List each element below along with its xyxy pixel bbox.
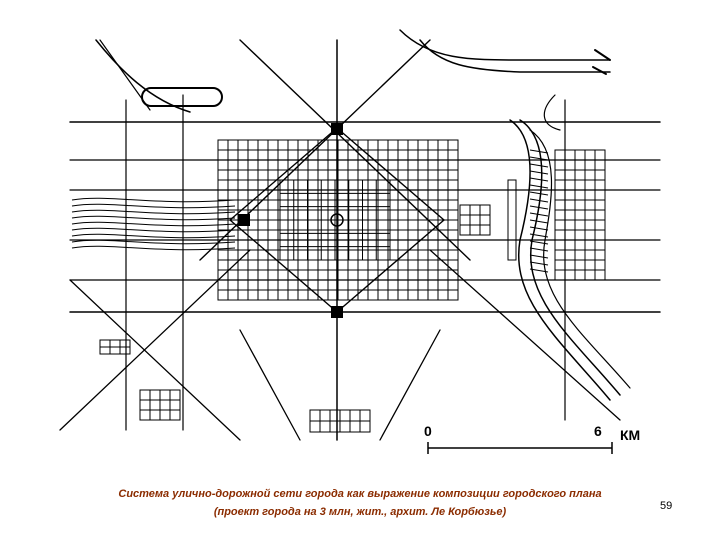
scale-end: 6 bbox=[594, 423, 602, 439]
south-node bbox=[331, 306, 343, 318]
scale-unit: КМ bbox=[620, 427, 640, 443]
west-node bbox=[238, 214, 250, 226]
scale-bar bbox=[427, 442, 613, 454]
center-node bbox=[330, 213, 344, 227]
caption-line-2: (проект города на 3 млн, жит., архит. Ле… bbox=[213, 506, 507, 518]
caption-line-1: Система улично-дорожной сети города как … bbox=[118, 488, 602, 500]
city-plan-diagram: 0 6 КМ bbox=[59, 29, 661, 454]
page-number: 59 bbox=[660, 500, 673, 512]
airport-block bbox=[141, 87, 223, 107]
scale-start: 0 bbox=[424, 423, 432, 439]
river bbox=[95, 39, 191, 113]
north-node bbox=[331, 123, 343, 135]
